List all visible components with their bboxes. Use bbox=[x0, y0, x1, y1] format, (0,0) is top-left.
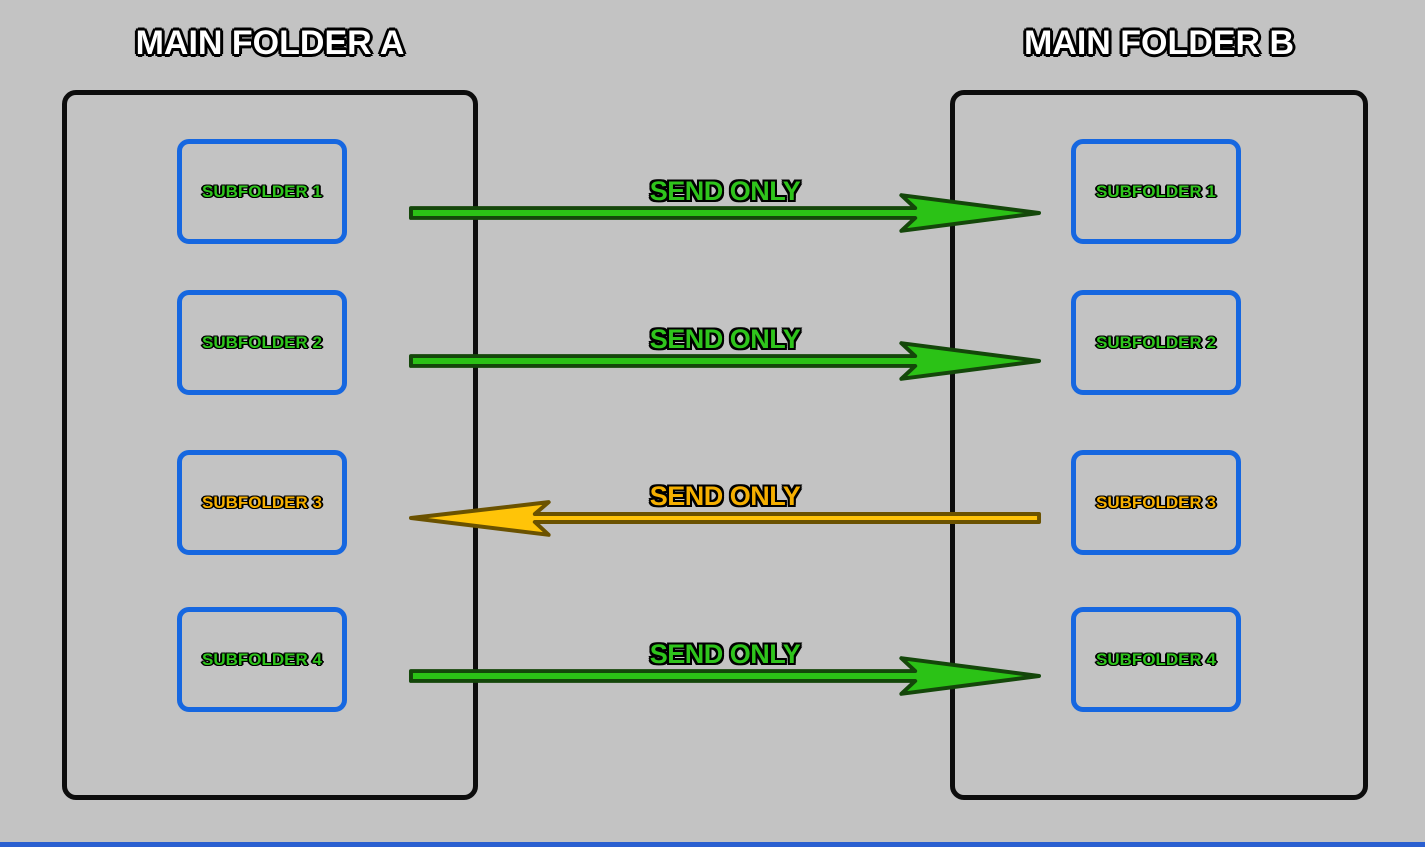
sync-link-3-label: SEND ONLY bbox=[649, 481, 801, 511]
main-folder-b-box bbox=[950, 90, 1368, 800]
subfolder-b1-label: SUBFOLDER 1 bbox=[1096, 181, 1216, 201]
arrow-right-shape bbox=[408, 341, 1042, 381]
bottom-edge-strip bbox=[0, 842, 1425, 847]
main-folder-a-box bbox=[62, 90, 478, 800]
subfolder-a3: SUBFOLDER 3 bbox=[177, 450, 347, 555]
subfolder-a4-label: SUBFOLDER 4 bbox=[202, 649, 322, 669]
subfolder-a1-label: SUBFOLDER 1 bbox=[202, 181, 322, 201]
arrow-right-icon bbox=[408, 656, 1042, 696]
arrow-left-icon bbox=[408, 500, 1042, 537]
subfolder-b2: SUBFOLDER 2 bbox=[1071, 290, 1241, 395]
arrow-right-shape bbox=[408, 193, 1042, 233]
sync-link-2: SEND ONLY bbox=[408, 324, 1042, 383]
sync-link-4-label: SEND ONLY bbox=[649, 639, 801, 669]
subfolder-b1: SUBFOLDER 1 bbox=[1071, 139, 1241, 244]
subfolder-a1: SUBFOLDER 1 bbox=[177, 139, 347, 244]
main-folder-a-title: MAIN FOLDER A bbox=[135, 24, 405, 62]
arrow-right-shape bbox=[408, 656, 1042, 696]
sync-link-3: SEND ONLY bbox=[408, 481, 1042, 540]
subfolder-b4-label: SUBFOLDER 4 bbox=[1096, 649, 1216, 669]
sync-link-1: SEND ONLY bbox=[408, 176, 1042, 235]
sync-link-2-label: SEND ONLY bbox=[649, 324, 801, 354]
arrow-right-icon bbox=[408, 341, 1042, 381]
subfolder-a4: SUBFOLDER 4 bbox=[177, 607, 347, 712]
subfolder-a2-label: SUBFOLDER 2 bbox=[202, 332, 322, 352]
subfolder-b2-label: SUBFOLDER 2 bbox=[1096, 332, 1216, 352]
arrow-left-shape bbox=[408, 500, 1042, 537]
arrow-right-icon bbox=[408, 193, 1042, 233]
subfolder-b3-label: SUBFOLDER 3 bbox=[1096, 492, 1216, 512]
subfolder-b3: SUBFOLDER 3 bbox=[1071, 450, 1241, 555]
sync-link-1-label: SEND ONLY bbox=[649, 176, 801, 206]
main-folder-b-title: MAIN FOLDER B bbox=[1023, 24, 1295, 62]
subfolder-a2: SUBFOLDER 2 bbox=[177, 290, 347, 395]
sync-link-4: SEND ONLY bbox=[408, 639, 1042, 698]
subfolder-b4: SUBFOLDER 4 bbox=[1071, 607, 1241, 712]
subfolder-a3-label: SUBFOLDER 3 bbox=[202, 492, 322, 512]
